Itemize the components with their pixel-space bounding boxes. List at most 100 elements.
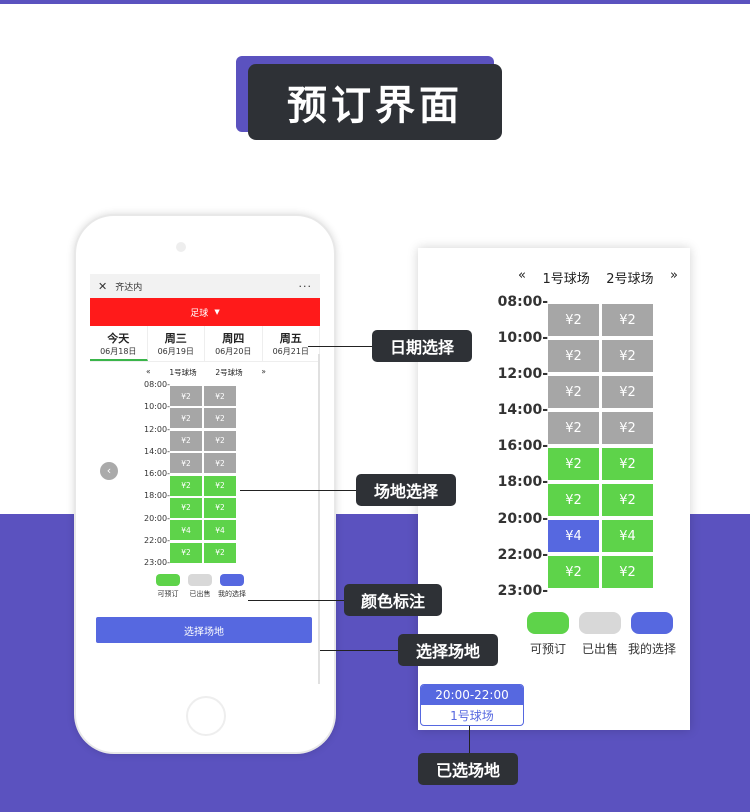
slot-cell-available[interactable]: ¥2 [204,542,236,563]
slot-cell-available[interactable]: ¥2 [602,484,653,516]
caret-down-icon: ▼ [214,308,220,316]
court-1-label: 1号球场 [169,368,197,377]
chevron-left-icon[interactable]: ‹ [100,462,118,480]
slot-row: ¥2¥2 [170,542,238,563]
legend-label: 已出售 [581,642,618,656]
court-2-label: 2号球场 [606,272,654,287]
date-tab-weekday: 今天 [107,332,130,345]
time-label: 14:00- [497,402,548,419]
scrollbar[interactable] [318,354,320,684]
prev-page-icon[interactable]: « [518,268,526,283]
legend-swatch [220,574,244,586]
date-tab-weekday: 周四 [222,332,245,345]
slot-cell-sold: ¥2 [170,453,202,474]
home-button [186,696,226,736]
slot-row: ¥2¥2 [548,340,658,372]
selected-court: 1号球场 [450,708,494,723]
nav-title: 齐达内 [115,282,143,293]
leader-line-chosen [469,726,470,754]
detail-panel: « 1号球场 2号球场 » 08:00-10:00-12:00-14:00-16… [418,248,690,730]
leader-line-court [240,490,356,491]
detail-court-header: « 1号球场 2号球场 » [518,268,678,287]
time-label: 20:00- [144,513,170,523]
slot-row: ¥2¥2 [548,556,658,588]
legend-swatch [527,612,569,634]
next-page-icon[interactable]: » [261,367,266,376]
slot-cell-sold: ¥2 [602,412,653,444]
slot-cell-sold: ¥2 [602,376,653,408]
slot-row: ¥2¥2 [170,475,238,496]
slot-grid: ¥2¥2¥2¥2¥2¥2¥2¥2¥2¥2¥2¥2¥4¥4¥2¥2 [170,386,238,565]
time-label: 22:00- [144,536,170,546]
slot-row: ¥2¥2 [170,497,238,518]
prev-page-icon[interactable]: « [146,367,151,376]
more-icon[interactable]: ··· [298,279,312,293]
legend-label: 可预订 [529,642,566,656]
slot-cell-available[interactable]: ¥2 [548,556,599,588]
detail-slot-grid: ¥2¥2¥2¥2¥2¥2¥2¥2¥2¥2¥2¥2¥4¥4¥2¥2 [548,304,658,592]
slot-cell-sold: ¥2 [204,386,236,406]
slot-cell-available[interactable]: ¥2 [170,542,202,563]
slot-cell-sold: ¥2 [170,408,202,429]
date-tab-2[interactable]: 周四 06月20日 [205,326,263,361]
court-1-label: 1号球场 [542,272,590,287]
slot-cell-available[interactable]: ¥2 [170,475,202,496]
slot-cell-available[interactable]: ¥2 [170,497,202,518]
slot-cell-selected[interactable]: ¥4 [548,520,599,552]
date-tab-date: 06月20日 [215,347,252,356]
slot-row: ¥4¥4 [170,520,238,541]
slot-cell-available[interactable]: ¥2 [548,448,599,480]
slot-cell-sold: ¥2 [548,304,599,336]
date-tab-0[interactable]: 今天 06月18日 [90,326,148,361]
select-court-button[interactable]: 选择场地 [96,617,312,643]
slot-cell-available[interactable]: ¥4 [204,520,236,541]
phone-camera [176,242,186,252]
date-tab-date: 06月18日 [100,347,137,356]
legend-label: 可预订 [157,590,179,598]
slot-row: ¥2¥2 [548,412,658,444]
time-label: 10:00- [497,330,548,347]
slot-row: ¥2¥2 [170,408,238,429]
callout-court-select: 场地选择 [356,474,456,506]
slot-cell-available[interactable]: ¥2 [204,497,236,518]
selected-court-card[interactable]: 20:00-22:00 1号球场 [420,684,524,726]
leader-line-date [308,346,372,347]
legend-swatch [188,574,212,586]
slot-cell-available[interactable]: ¥2 [548,484,599,516]
legend-swatch [156,574,180,586]
color-legend: 可预订 已出售我的选择 [152,574,248,599]
date-tab-weekday: 周三 [164,332,187,345]
legend-item: 我的选择 [216,574,248,599]
slot-cell-sold: ¥2 [170,430,202,451]
time-label: 23:00- [144,558,170,568]
slot-cell-sold: ¥2 [204,453,236,474]
legend-label: 我的选择 [218,590,246,598]
slot-cell-available[interactable]: ¥2 [204,475,236,496]
date-tab-weekday: 周五 [279,332,302,345]
time-label: 16:00- [144,469,170,479]
sport-selector[interactable]: 足球 ▼ [90,298,320,326]
top-accent-line [0,0,750,4]
time-label: 20:00- [497,510,548,527]
time-label: 22:00- [497,546,548,563]
slot-cell-sold: ¥2 [548,376,599,408]
slot-cell-available[interactable]: ¥4 [170,520,202,541]
legend-label: 已出售 [189,590,211,598]
time-label: 08:00- [497,294,548,310]
next-page-icon[interactable]: » [670,268,678,283]
close-icon[interactable]: ✕ [98,279,108,293]
leader-line-select [320,650,398,651]
slot-cell-available[interactable]: ¥2 [602,448,653,480]
time-label: 08:00- [144,380,170,389]
slot-row: ¥2¥2 [170,453,238,474]
time-label: 18:00- [144,491,170,501]
callout-color-legend: 颜色标注 [344,584,442,616]
detail-color-legend: 可预订已出售我的选择 [522,612,678,657]
nav-bar: ✕ 齐达内 ··· [90,274,320,298]
slot-cell-available[interactable]: ¥4 [602,520,653,552]
slot-cell-available[interactable]: ¥2 [602,556,653,588]
